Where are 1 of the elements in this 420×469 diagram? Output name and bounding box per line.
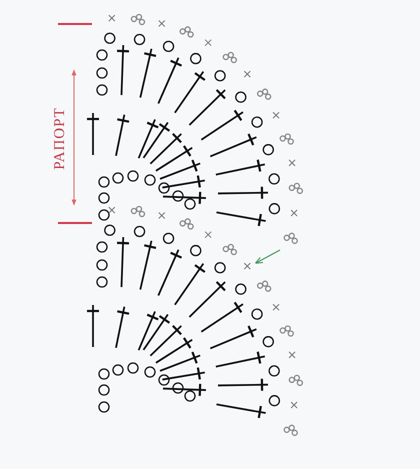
rapport-label: РАПОРТ: [51, 106, 68, 170]
